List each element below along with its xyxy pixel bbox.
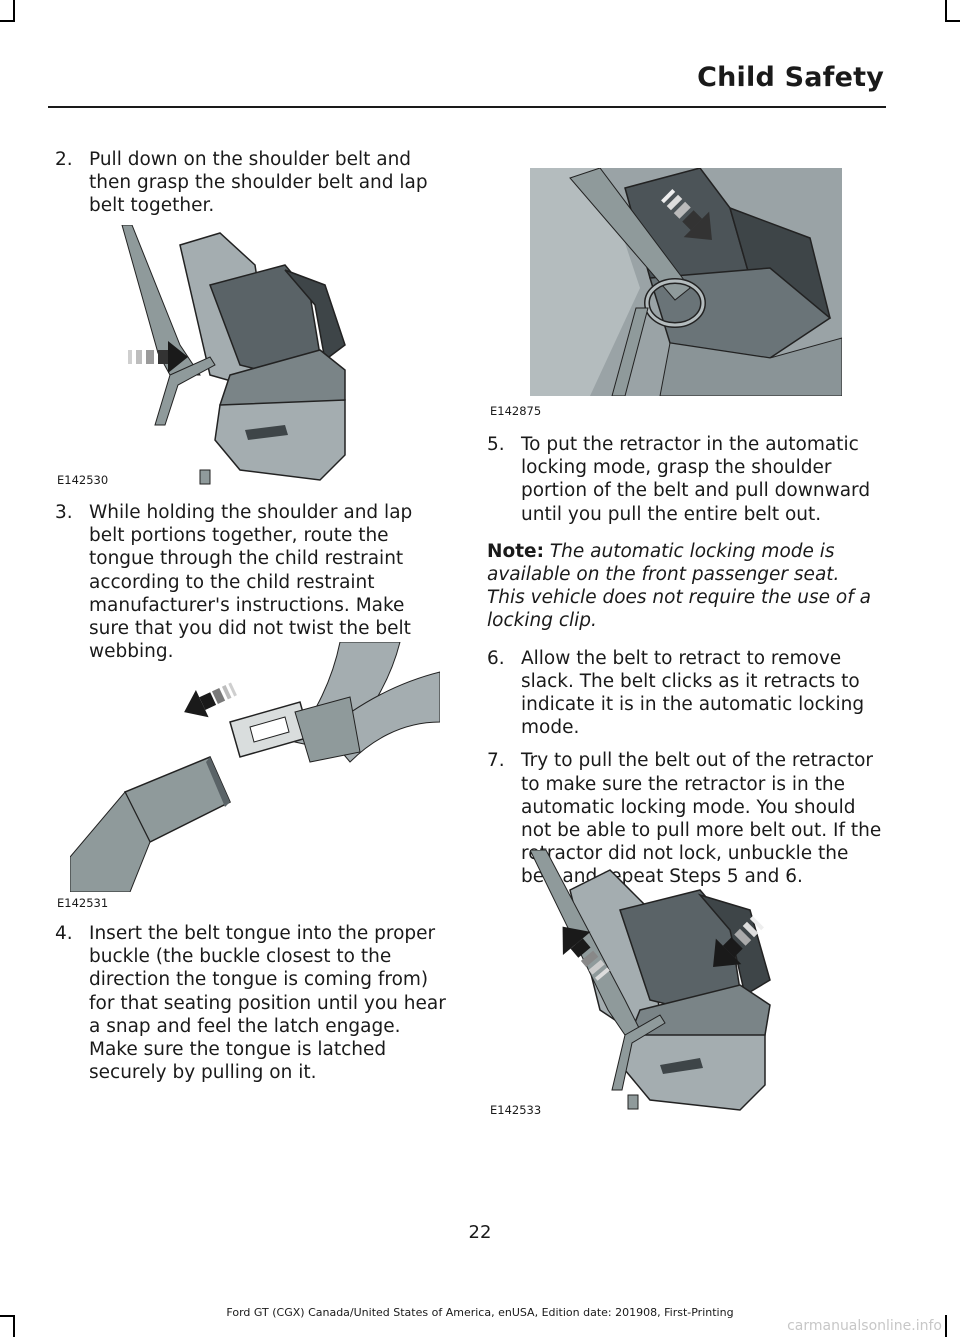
figure-code: E142531 xyxy=(57,896,109,910)
step-text: Try to pull the belt out of the retracto… xyxy=(521,750,882,888)
step-6: 6. Allow the belt to retract to remove s… xyxy=(487,647,882,740)
step-number: 2. xyxy=(55,149,73,170)
step-number: 7. xyxy=(487,750,505,772)
crop-mark-top-right xyxy=(945,0,947,22)
figure-code: E142533 xyxy=(490,1103,542,1117)
figure-seat-belt-lock xyxy=(530,850,840,1115)
step-5: 5. To put the retractor in the automatic… xyxy=(487,433,882,526)
step-4: 4. Insert the belt tongue into the prope… xyxy=(55,922,450,1084)
figure-code: E142875 xyxy=(490,404,542,418)
left-column: 2. Pull down on the shoulder belt and th… xyxy=(55,148,450,218)
step-3: 3. While holding the shoulder and lap be… xyxy=(55,501,450,663)
figure-seat-belt-pull xyxy=(70,225,450,485)
crop-mark-top-left xyxy=(13,0,15,22)
step-number: 4. xyxy=(55,923,73,944)
note: Note: The automatic locking mode is avai… xyxy=(487,540,882,633)
figure-code: E142530 xyxy=(57,473,109,487)
step-text: To put the retractor in the automatic lo… xyxy=(521,434,871,525)
step-text: While holding the shoulder and lap belt … xyxy=(89,502,413,663)
right-column: 5. To put the retractor in the automatic… xyxy=(487,433,882,889)
crop-mark-bottom-left xyxy=(13,1315,15,1337)
crop-mark-bottom-right xyxy=(945,1315,947,1337)
header-divider xyxy=(48,106,886,108)
step-number: 3. xyxy=(55,502,73,523)
figure-seat-belt-loop xyxy=(530,168,842,396)
footer-text: Ford GT (CGX) Canada/United States of Am… xyxy=(226,1306,734,1319)
crop-mark-top-left xyxy=(0,20,15,22)
step-text: Allow the belt to retract to remove slac… xyxy=(521,647,865,739)
step-number: 6. xyxy=(487,647,505,669)
page-number: 22 xyxy=(468,1222,492,1243)
step-2: 2. Pull down on the shoulder belt and th… xyxy=(55,148,450,218)
page-title: Child Safety xyxy=(697,62,884,93)
figure-belt-buckle xyxy=(70,642,440,892)
note-label: Note: xyxy=(487,540,544,562)
crop-mark-bottom-left xyxy=(0,1315,15,1317)
step-7: 7. Try to pull the belt out of the retra… xyxy=(487,749,882,888)
left-column-step-4: 4. Insert the belt tongue into the prope… xyxy=(55,922,450,1084)
step-text: Insert the belt tongue into the proper b… xyxy=(89,923,446,1084)
left-column-step-3: 3. While holding the shoulder and lap be… xyxy=(55,501,450,663)
crop-mark-top-right xyxy=(945,20,960,22)
step-number: 5. xyxy=(487,434,505,455)
watermark-text: carmanualsonline.info xyxy=(787,1318,942,1334)
note-text: The automatic locking mode is available … xyxy=(487,540,871,632)
step-text: Pull down on the shoulder belt and then … xyxy=(89,149,428,217)
